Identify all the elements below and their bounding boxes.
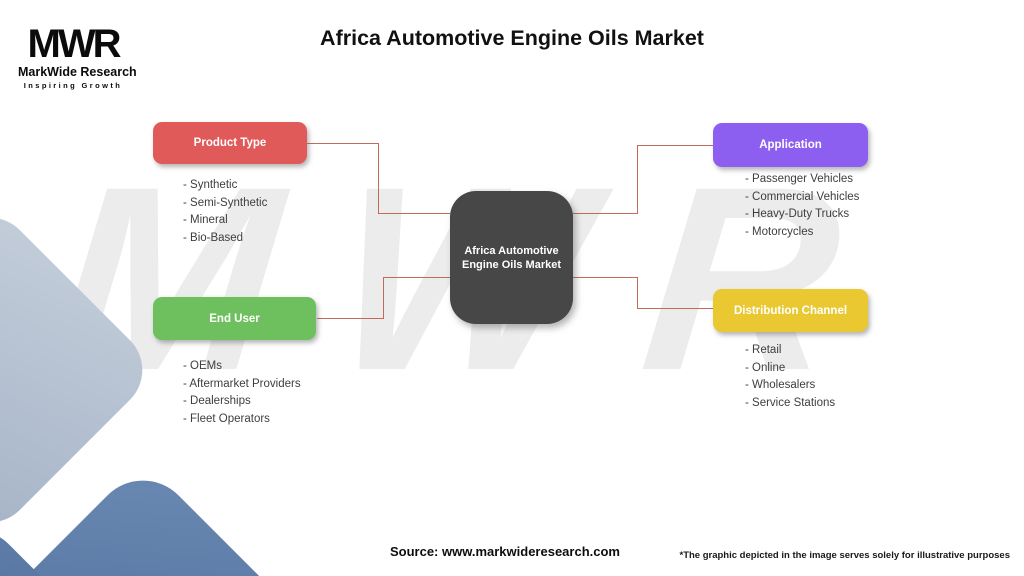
connector-distribution-h2 bbox=[637, 308, 713, 309]
category-list-distribution-channel: - Retail - Online - Wholesalers - Servic… bbox=[745, 342, 835, 412]
category-box-distribution-channel: Distribution Channel bbox=[713, 289, 868, 332]
category-box-product-type: Product Type bbox=[153, 122, 307, 164]
list-item: - Semi-Synthetic bbox=[183, 196, 268, 209]
connector-distribution-v bbox=[637, 277, 638, 309]
list-item: - Wholesalers bbox=[745, 379, 816, 392]
category-list-product-type: - Synthetic - Semi-Synthetic - Mineral -… bbox=[183, 177, 267, 247]
list-item: - Retail bbox=[745, 344, 782, 356]
category-list-end-user: - OEMs - Aftermarket Providers - Dealers… bbox=[183, 358, 301, 428]
list-item: - Fleet Operators bbox=[183, 412, 270, 425]
list-item: - Motorcycles bbox=[745, 225, 814, 238]
category-box-end-user: End User bbox=[153, 297, 316, 340]
list-item: - OEMs bbox=[183, 360, 222, 372]
connector-product-type-v bbox=[378, 143, 379, 214]
source-text: Source: www.markwideresearch.com bbox=[389, 544, 620, 559]
list-item: - Heavy-Duty Trucks bbox=[745, 208, 850, 221]
logo-name: MarkWide Research bbox=[18, 65, 137, 79]
page-title: Africa Automotive Engine Oils Market bbox=[320, 26, 704, 50]
list-item: - Commercial Vehicles bbox=[745, 190, 860, 203]
mwr-logo-mark: MWR bbox=[27, 22, 122, 66]
markwide-logo: MWR MarkWide Research Inspiring Growth bbox=[18, 22, 137, 90]
disclaimer-text: *The graphic depicted in the image serve… bbox=[679, 550, 1011, 561]
list-item: - Service Stations bbox=[745, 396, 836, 409]
connector-end-user-h2 bbox=[383, 277, 450, 278]
center-node: Africa Automotive Engine Oils Market bbox=[450, 191, 573, 324]
connector-distribution-h1 bbox=[573, 277, 637, 278]
list-item: - Dealerships bbox=[183, 395, 251, 408]
list-item: - Mineral bbox=[183, 214, 228, 227]
connector-product-type-h1 bbox=[307, 143, 378, 144]
list-item: - Online bbox=[745, 361, 786, 374]
connector-end-user-v bbox=[383, 277, 384, 319]
list-item: - Passenger Vehicles bbox=[745, 173, 854, 185]
list-item: - Synthetic bbox=[183, 179, 238, 191]
connector-application-v bbox=[637, 145, 638, 214]
list-item: - Aftermarket Providers bbox=[183, 377, 301, 390]
category-box-application: Application bbox=[713, 123, 868, 167]
list-item: - Bio-Based bbox=[183, 231, 244, 244]
connector-application-h1 bbox=[573, 213, 637, 214]
connector-application-h2 bbox=[637, 145, 713, 146]
logo-tagline: Inspiring Growth bbox=[23, 81, 123, 90]
category-list-application: - Passenger Vehicles - Commercial Vehicl… bbox=[745, 171, 859, 241]
connector-product-type-h2 bbox=[378, 213, 450, 214]
connector-end-user-h1 bbox=[317, 318, 383, 319]
